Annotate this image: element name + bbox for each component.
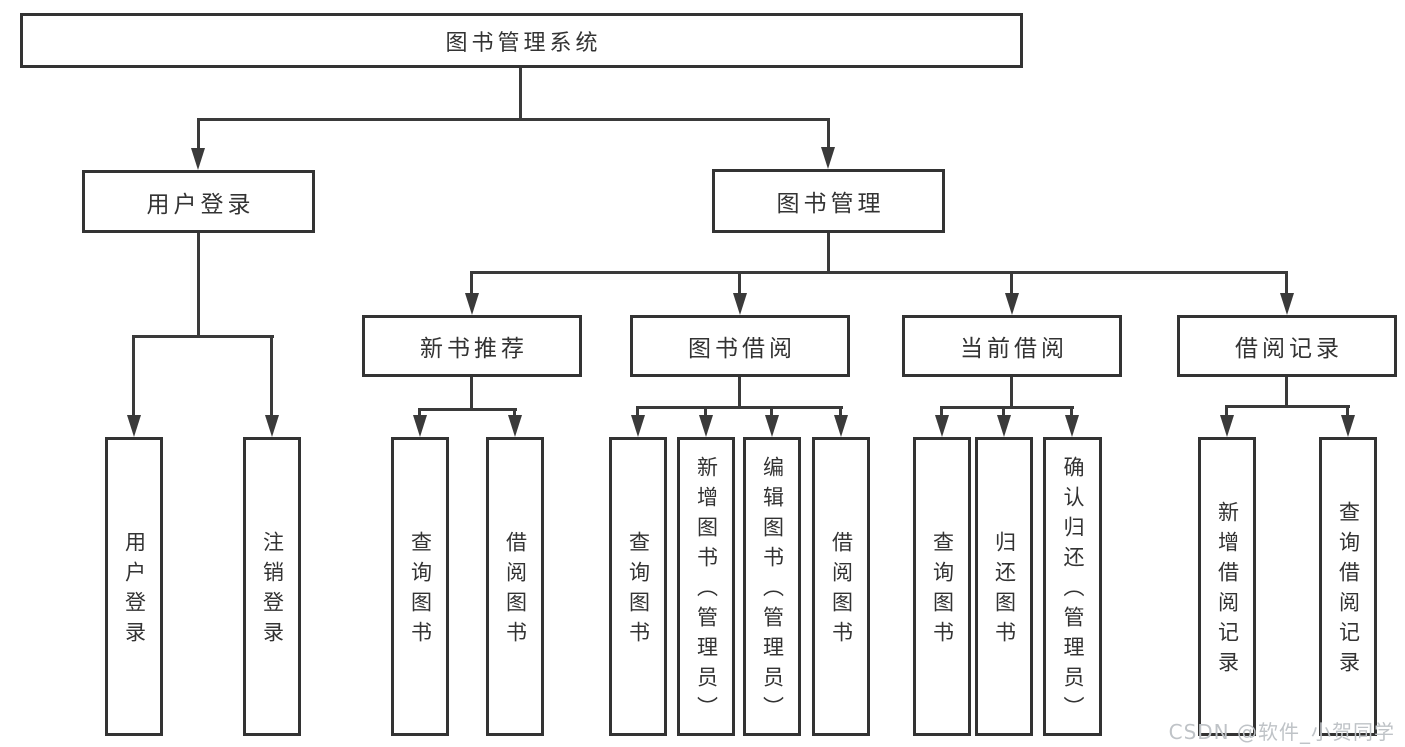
connector-currentborrow-stem bbox=[1010, 377, 1013, 406]
node-label: 注销登录 bbox=[260, 531, 285, 651]
node-label: 新增图书（管理员） bbox=[694, 456, 719, 726]
arrowhead-leaf-borrow-book-a bbox=[508, 415, 522, 437]
connector-currentborrow-bar bbox=[940, 406, 1074, 409]
connector-bookmgmt-bar bbox=[470, 271, 1288, 274]
arrowhead-leaf-query-book-b bbox=[631, 415, 645, 437]
connector-currentborrow-drop-1 bbox=[940, 406, 943, 419]
connector-bookmgmt-stem bbox=[827, 233, 830, 271]
arrowhead-book-mgmt bbox=[821, 147, 835, 169]
node-label: 借阅图书 bbox=[503, 531, 528, 651]
node-label: 图书借阅 bbox=[688, 336, 796, 362]
arrowhead-leaf-confirm-return bbox=[1065, 415, 1079, 437]
connector-root-drop-right bbox=[827, 118, 830, 149]
connector-bookmgmt-drop-4 bbox=[1285, 271, 1288, 297]
node-label: 查询图书 bbox=[930, 531, 955, 651]
connector-newbookrec-drop-2 bbox=[513, 408, 516, 419]
connector-bookborrow-drop-3 bbox=[770, 406, 773, 419]
arrowhead-current-borrow bbox=[1005, 293, 1019, 315]
node-root-label: 图书管理系统 bbox=[445, 30, 602, 56]
arrowhead-leaf-query-record bbox=[1341, 415, 1355, 437]
node-leaf-query-book-a: 查询图书 bbox=[391, 437, 449, 736]
node-label: 借阅图书 bbox=[829, 531, 854, 651]
node-leaf-add-book: 新增图书（管理员） bbox=[677, 437, 735, 736]
arrowhead-user-login bbox=[191, 148, 205, 170]
node-label: 编辑图书（管理员） bbox=[760, 456, 785, 726]
node-user-login-branch: 用户登录 bbox=[82, 170, 315, 233]
node-leaf-edit-book: 编辑图书（管理员） bbox=[743, 437, 801, 736]
connector-borrowrecord-drop-1 bbox=[1225, 405, 1228, 419]
connector-borrowrecord-drop-2 bbox=[1346, 405, 1349, 419]
connector-bookborrow-drop-2 bbox=[704, 406, 707, 419]
node-book-borrow: 图书借阅 bbox=[630, 315, 850, 377]
node-borrow-record: 借阅记录 bbox=[1177, 315, 1397, 377]
connector-newbookrec-drop-1 bbox=[418, 408, 421, 419]
arrowhead-leaf-add-record bbox=[1220, 415, 1234, 437]
node-leaf-query-book-b: 查询图书 bbox=[609, 437, 667, 736]
connector-borrowrecord-bar bbox=[1225, 405, 1350, 408]
node-label: 借阅记录 bbox=[1235, 336, 1343, 362]
node-label: 确认归还（管理员） bbox=[1061, 456, 1085, 726]
node-label: 图书管理 bbox=[776, 191, 885, 217]
connector-bookmgmt-drop-2 bbox=[738, 271, 741, 297]
node-leaf-borrow-book-a: 借阅图书 bbox=[486, 437, 544, 736]
connector-bookborrow-bar bbox=[636, 406, 843, 409]
node-label: 查询借阅记录 bbox=[1336, 501, 1361, 681]
node-leaf-logout: 注销登录 bbox=[243, 437, 301, 736]
connector-userlogin-drop-2 bbox=[270, 335, 273, 417]
node-label: 新增借阅记录 bbox=[1215, 501, 1240, 681]
node-label: 用户登录 bbox=[122, 531, 147, 651]
node-label: 查询图书 bbox=[408, 531, 433, 651]
connector-userlogin-drop-1 bbox=[132, 335, 135, 417]
arrowhead-leaf-user-login bbox=[127, 415, 141, 437]
connector-userlogin-bar bbox=[132, 335, 274, 338]
node-root: 图书管理系统 bbox=[20, 13, 1023, 68]
node-label: 归还图书 bbox=[992, 531, 1017, 651]
arrowhead-leaf-add-book bbox=[699, 415, 713, 437]
connector-bookborrow-drop-1 bbox=[636, 406, 639, 419]
node-leaf-add-record: 新增借阅记录 bbox=[1198, 437, 1256, 736]
connector-root-drop-left bbox=[197, 118, 200, 150]
arrowhead-leaf-query-book-c bbox=[935, 415, 949, 437]
connector-bookmgmt-drop-3 bbox=[1010, 271, 1013, 297]
connector-bookborrow-stem bbox=[738, 377, 741, 406]
node-leaf-borrow-book-b: 借阅图书 bbox=[812, 437, 870, 736]
connector-currentborrow-drop-3 bbox=[1070, 406, 1073, 419]
arrowhead-leaf-return-book bbox=[997, 415, 1011, 437]
connector-currentborrow-drop-2 bbox=[1002, 406, 1005, 419]
node-new-book-rec: 新书推荐 bbox=[362, 315, 582, 377]
connector-root-stem bbox=[519, 68, 522, 118]
node-leaf-query-record: 查询借阅记录 bbox=[1319, 437, 1377, 736]
node-current-borrow: 当前借阅 bbox=[902, 315, 1122, 377]
arrowhead-leaf-query-book-a bbox=[413, 415, 427, 437]
node-label: 查询图书 bbox=[626, 531, 651, 651]
connector-newbookrec-bar bbox=[418, 408, 517, 411]
arrowhead-new-book-rec bbox=[465, 293, 479, 315]
node-label: 新书推荐 bbox=[420, 336, 528, 362]
node-label: 当前借阅 bbox=[960, 336, 1068, 362]
connector-newbookrec-stem bbox=[470, 377, 473, 408]
node-book-mgmt-branch: 图书管理 bbox=[712, 169, 945, 233]
connector-borrowrecord-stem bbox=[1285, 377, 1288, 405]
watermark: CSDN @软件_小贺同学 bbox=[1168, 720, 1395, 744]
arrowhead-leaf-borrow-book-b bbox=[834, 415, 848, 437]
node-leaf-user-login: 用户登录 bbox=[105, 437, 163, 736]
node-leaf-query-book-c: 查询图书 bbox=[913, 437, 971, 736]
node-leaf-return-book: 归还图书 bbox=[975, 437, 1033, 736]
connector-root-bar bbox=[197, 118, 830, 121]
arrowhead-book-borrow bbox=[733, 293, 747, 315]
connector-userlogin-stem bbox=[197, 233, 200, 335]
arrowhead-leaf-edit-book bbox=[765, 415, 779, 437]
node-leaf-confirm-return: 确认归还（管理员） bbox=[1043, 437, 1102, 736]
arrowhead-leaf-logout bbox=[265, 415, 279, 437]
connector-bookborrow-drop-4 bbox=[839, 406, 842, 419]
node-label: 用户登录 bbox=[146, 191, 255, 218]
arrowhead-borrow-record bbox=[1280, 293, 1294, 315]
connector-bookmgmt-drop-1 bbox=[470, 271, 473, 297]
